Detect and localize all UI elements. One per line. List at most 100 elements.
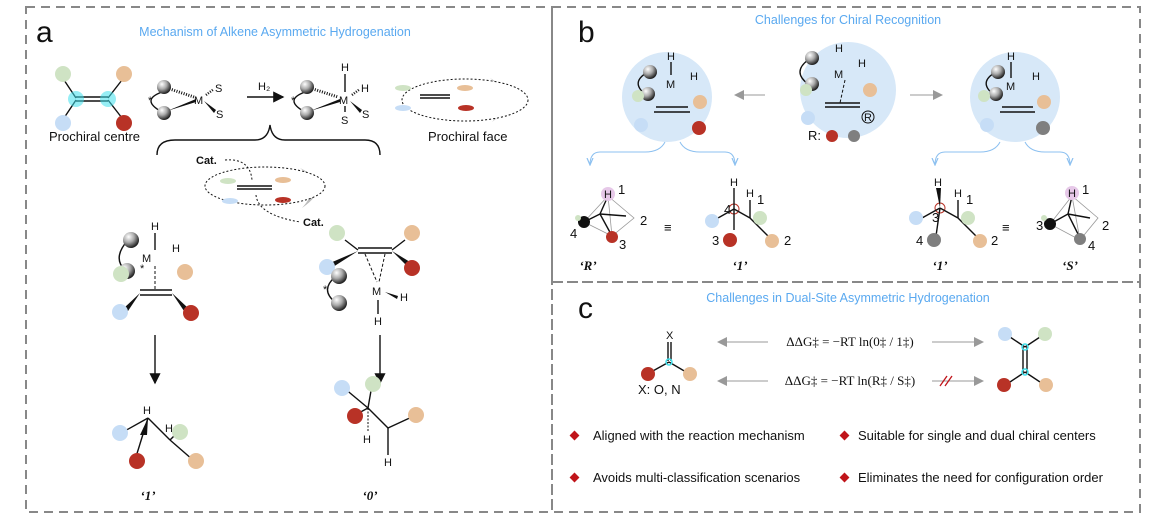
panel-a-border xyxy=(25,6,553,513)
structure-mark xyxy=(1041,215,1047,221)
structure-mark xyxy=(124,293,140,311)
metal-label: M xyxy=(339,95,348,107)
hydrogen-label: H xyxy=(746,188,754,200)
structure-mark xyxy=(204,101,216,113)
structure-mark xyxy=(665,358,673,366)
structure-mark xyxy=(183,305,199,321)
bullet-item: Suitable for single and dual chiral cent… xyxy=(858,428,1096,443)
structure-mark xyxy=(275,177,291,183)
structure-mark xyxy=(939,375,948,387)
structure-mark xyxy=(1039,378,1053,392)
panel-c-title: Challenges in Dual-Site Asymmetric Hydro… xyxy=(706,291,990,305)
structure-mark xyxy=(753,211,767,225)
diamond-bullet-icon xyxy=(569,430,580,441)
hydride-label: H xyxy=(690,71,698,83)
structure-mark xyxy=(957,217,979,239)
hydrogen-label: H xyxy=(954,188,962,200)
structure-mark xyxy=(172,293,188,311)
structure-mark xyxy=(717,208,735,219)
priority-number: 4 xyxy=(916,233,923,248)
structure-mark xyxy=(733,208,751,219)
prochiral-carbon-1 xyxy=(68,91,84,107)
structure-mark xyxy=(961,211,975,225)
ligand-ball xyxy=(157,80,171,94)
ligand-ball xyxy=(157,106,171,120)
dual-site-alkene xyxy=(997,327,1053,392)
h2-label: H₂ xyxy=(258,81,270,93)
split-arrow xyxy=(590,141,666,165)
structure-mark xyxy=(367,407,389,429)
panel-b: b Challenges for Chiral Recognition M H … xyxy=(570,13,1109,273)
label-R: ‘R’ xyxy=(579,258,596,273)
structure-mark xyxy=(575,215,581,221)
structure-mark xyxy=(385,292,398,299)
equivalence-sign: ≡ xyxy=(1002,220,1010,235)
structure-mark xyxy=(113,266,129,282)
structure-mark xyxy=(255,194,301,223)
hydride-label: H xyxy=(151,221,159,233)
hydride-label: H xyxy=(667,51,675,63)
structure-mark xyxy=(693,95,707,109)
structure-mark xyxy=(606,231,618,243)
structure-mark xyxy=(805,51,819,65)
structure-mark xyxy=(749,217,771,239)
structure-mark xyxy=(980,118,994,132)
structure-mark xyxy=(1038,327,1052,341)
diamond-bullet-icon xyxy=(839,430,850,441)
left-complex: M H H xyxy=(632,51,707,135)
structure-mark xyxy=(330,251,358,267)
structure-mark xyxy=(634,118,648,132)
diamond-bullet-icon xyxy=(839,472,850,483)
structure-mark xyxy=(927,233,941,247)
structure-mark xyxy=(378,253,386,283)
structure-mark xyxy=(1021,343,1029,351)
label-S: ‘S’ xyxy=(1062,258,1078,273)
structure-mark xyxy=(391,239,406,251)
priority-number: 3 xyxy=(1036,218,1043,233)
bullet-item: Avoids multi-classification scenarios xyxy=(593,470,801,485)
dihydride-complex: * M H H S S xyxy=(291,62,369,127)
center-halo xyxy=(800,42,896,138)
green-substituent xyxy=(55,66,71,82)
priority-number: 1 xyxy=(618,182,625,197)
split-arrow xyxy=(935,141,1001,165)
structure-mark xyxy=(643,65,657,79)
structure-mark xyxy=(172,424,188,440)
structure-mark xyxy=(329,225,345,241)
cat-label-bottom: Cat. xyxy=(303,217,324,229)
structure-mark xyxy=(404,260,420,276)
product-label-0: ‘0’ xyxy=(362,488,377,503)
structure-mark xyxy=(220,178,236,184)
hydrogen-label: H xyxy=(730,177,738,189)
bullet-item: Eliminates the need for configuration or… xyxy=(858,470,1104,485)
r-option-red xyxy=(826,130,838,142)
split-arrow xyxy=(679,141,735,165)
prochiral-centre-label: Prochiral centre xyxy=(49,129,140,144)
label-1-left: ‘1’ xyxy=(732,258,747,273)
structure-mark xyxy=(978,90,990,102)
hetero-atom-note: X: O, N xyxy=(638,382,681,397)
structure-mark xyxy=(601,187,615,201)
structure-mark xyxy=(177,264,193,280)
hydrogen-label: H xyxy=(1068,188,1076,200)
structure-mark xyxy=(839,79,846,104)
panel-b-title: Challenges for Chiral Recognition xyxy=(755,13,941,27)
right-product: H H ‘0’ xyxy=(334,376,424,503)
structure-mark xyxy=(989,87,1003,101)
structure-mark xyxy=(364,253,378,283)
structure-mark xyxy=(998,327,1012,341)
structure-mark xyxy=(936,188,941,208)
structure-mark xyxy=(1049,195,1099,241)
priority-number: 3 xyxy=(619,237,626,252)
hydrogen-label: H xyxy=(165,423,173,435)
prochiral-face-label: Prochiral face xyxy=(428,129,507,144)
structure-mark xyxy=(309,86,339,99)
structure-mark xyxy=(641,367,655,381)
structure-mark xyxy=(973,234,987,248)
structure-mark xyxy=(123,232,139,248)
r-group-marker: R xyxy=(864,112,872,124)
structure-mark xyxy=(365,376,381,392)
metal-label: M xyxy=(834,69,843,81)
structure-mark xyxy=(129,453,145,469)
